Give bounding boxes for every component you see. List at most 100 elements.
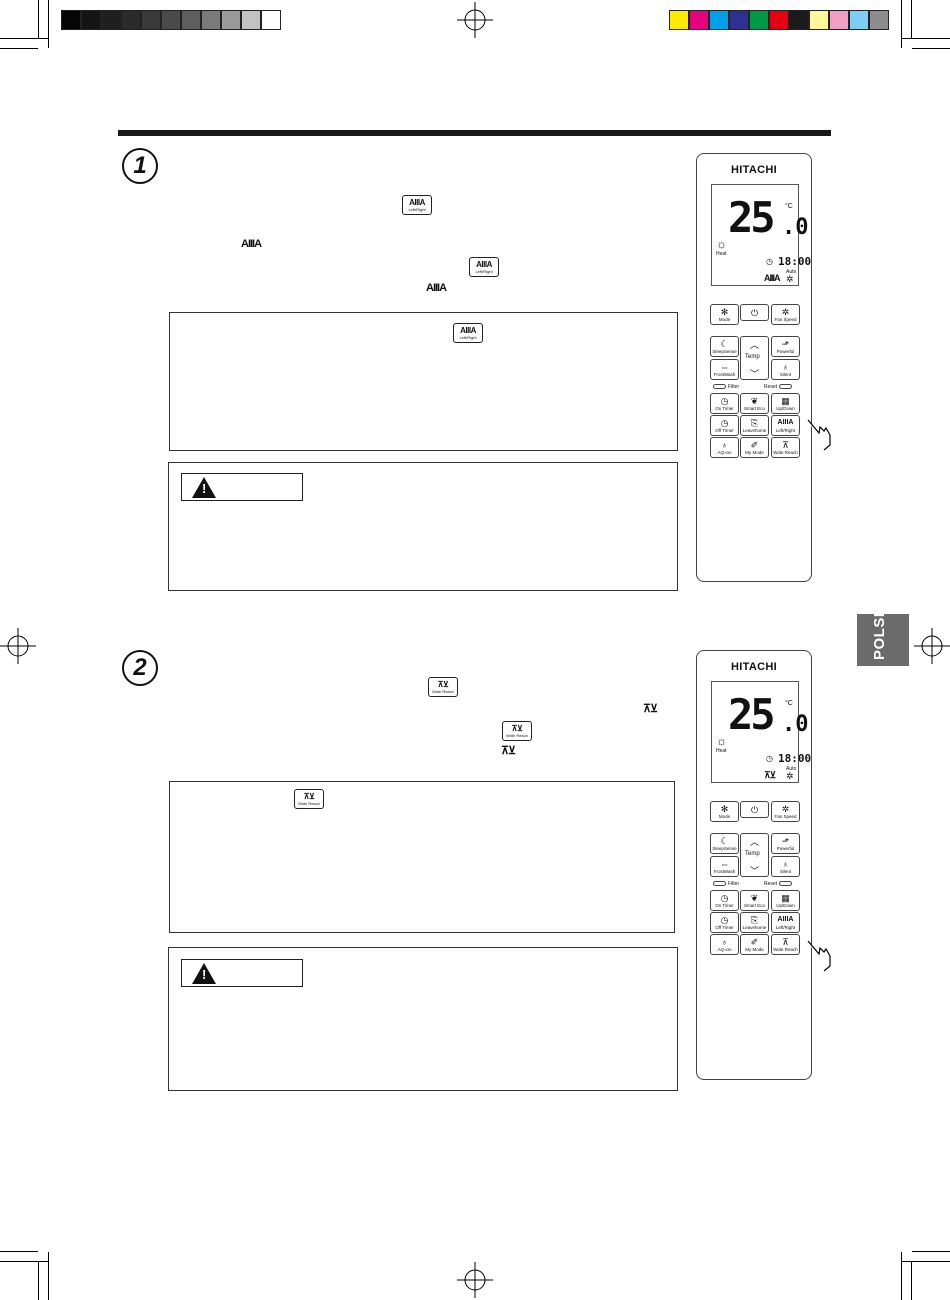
chevron-down-icon: ﹀ [750, 866, 760, 876]
clock-icon: ◷ [766, 257, 773, 266]
on-timer-button[interactable]: ◷On Timer [710, 393, 739, 414]
silent-icon: ♁ [782, 362, 789, 372]
timer-icon: ◷ [720, 396, 729, 406]
button-icon-label: Left/Right [459, 334, 477, 340]
sun-icon: ☼ [716, 237, 727, 251]
frost-wash-icon: ⇔ [720, 362, 729, 372]
off-timer-button[interactable]: ◷Off Timer [710, 415, 739, 436]
powerful-button[interactable]: ⬏Powerful [771, 336, 800, 357]
swing-icon: AIIIA [777, 419, 794, 426]
brand-logo: HITACHI [731, 164, 777, 176]
my-mode-button[interactable]: ✐My Mode [740, 934, 769, 955]
mode-button[interactable]: ✻Mode [710, 304, 739, 325]
caution-box: ! [168, 462, 678, 591]
color-swatch [789, 10, 809, 30]
my-mode-icon: ✐ [750, 937, 759, 947]
temperature-decimal: .0 [782, 215, 809, 240]
button-icon-label: Wide Reach [298, 800, 320, 806]
power-icon: ⏻ [750, 804, 759, 815]
warning-icon: ! [192, 477, 216, 498]
sleep-sense-button[interactable]: ☾SleepSense [710, 833, 739, 854]
wide-reach-icon: ⊼ [782, 440, 789, 450]
caution-box: ! [168, 947, 678, 1091]
fan-icon: ✲ [781, 307, 790, 317]
temperature-readout: 25 [728, 690, 776, 739]
auto-label: Auto [786, 269, 797, 275]
leave-home-button[interactable]: ⎘Leavehome [740, 912, 769, 933]
frost-wash-icon: ⇔ [720, 859, 729, 869]
silent-button[interactable]: ♁Silent [771, 856, 800, 877]
silent-icon: ♁ [782, 859, 789, 869]
gray-swatch [141, 10, 161, 30]
registration-mark-icon [457, 1262, 493, 1298]
fan-speed-button[interactable]: ✲Fan Speed [771, 304, 800, 325]
temp-button[interactable]: ︿Temp﹀ [740, 833, 769, 877]
aq-ion-button[interactable]: ♁AQ-ion [710, 437, 739, 458]
registration-mark-icon [0, 628, 36, 664]
smart-eco-button[interactable]: ❦Smart Eco [740, 890, 769, 911]
color-swatch [809, 10, 829, 30]
fan-speed-button[interactable]: ✲Fan Speed [771, 801, 800, 822]
up-down-icon: ▦ [781, 893, 790, 903]
gray-swatch [261, 10, 281, 30]
leave-home-button[interactable]: ⎘Leavehome [740, 415, 769, 436]
wide-reach-glyph: ⊼⊻ [303, 791, 315, 801]
snowflake-icon: ✻ [720, 307, 729, 317]
language-tab: POLSKI [857, 601, 909, 666]
timer-icon: ◷ [720, 418, 729, 428]
color-swatch [749, 10, 769, 30]
mode-label: Heat [716, 748, 727, 754]
wide-reach-button[interactable]: ⊼Wide Reach [771, 934, 800, 955]
color-swatch [849, 10, 869, 30]
power-button[interactable]: ⏻ [740, 801, 769, 818]
color-swatch [689, 10, 709, 30]
swing-indicator-icon: AIIIA [426, 282, 447, 294]
swing-indicator-icon: AIIIA [241, 238, 262, 250]
on-timer-button[interactable]: ◷On Timer [710, 890, 739, 911]
gray-swatch [121, 10, 141, 30]
mode-button[interactable]: ✻Mode [710, 801, 739, 822]
wide-reach-icon: ⊼ [782, 937, 789, 947]
leave-home-icon: ⎘ [750, 418, 759, 428]
swing-glyph: AIIIA [460, 325, 476, 335]
powerful-button[interactable]: ⬏Powerful [771, 833, 800, 854]
temp-button[interactable]: ︿Temp﹀ [740, 336, 769, 380]
frost-wash-button[interactable]: ⇔FrostWash [710, 359, 739, 380]
button-icon-label: Left/Right [408, 206, 426, 212]
step-number: 1 [122, 148, 158, 184]
process-color-bar [669, 10, 889, 30]
swing-glyph: AIIIA [476, 259, 492, 269]
ion-icon: ♁ [721, 440, 728, 450]
mode-label: Heat [716, 251, 727, 257]
snowflake-icon: ✻ [720, 804, 729, 814]
color-swatch [829, 10, 849, 30]
silent-button[interactable]: ♁Silent [771, 359, 800, 380]
filter-label: Filter [728, 384, 740, 390]
sun-icon: ☼ [716, 734, 727, 748]
wide-reach-button[interactable]: ⊼Wide Reach [771, 437, 800, 458]
wide-reach-indicator-icon: ⊼⊻ [501, 745, 516, 757]
sleep-sense-button[interactable]: ☾SleepSense [710, 336, 739, 357]
frost-wash-button[interactable]: ⇔FrostWash [710, 856, 739, 877]
up-down-button[interactable]: ▦Up/Down [771, 393, 800, 414]
ion-icon: ♁ [721, 937, 728, 947]
powerful-icon: ⬏ [781, 339, 790, 349]
gray-swatch [61, 10, 81, 30]
button-icon-label: Left/Right [475, 268, 493, 274]
temperature-readout: 25 [728, 193, 776, 242]
off-timer-button[interactable]: ◷Off Timer [710, 912, 739, 933]
step-number: 2 [122, 650, 158, 686]
smart-eco-button[interactable]: ❦Smart Eco [740, 393, 769, 414]
filter-indicator [713, 384, 726, 389]
my-mode-button[interactable]: ✐My Mode [740, 437, 769, 458]
power-button[interactable]: ⏻ [740, 304, 769, 321]
up-down-icon: ▦ [781, 396, 790, 406]
aq-ion-button[interactable]: ♁AQ-ion [710, 934, 739, 955]
reset-label: Reset [764, 384, 778, 390]
up-down-button[interactable]: ▦Up/Down [771, 890, 800, 911]
fan-icon: ✲ [781, 804, 790, 814]
chevron-up-icon: ︿ [750, 837, 760, 847]
